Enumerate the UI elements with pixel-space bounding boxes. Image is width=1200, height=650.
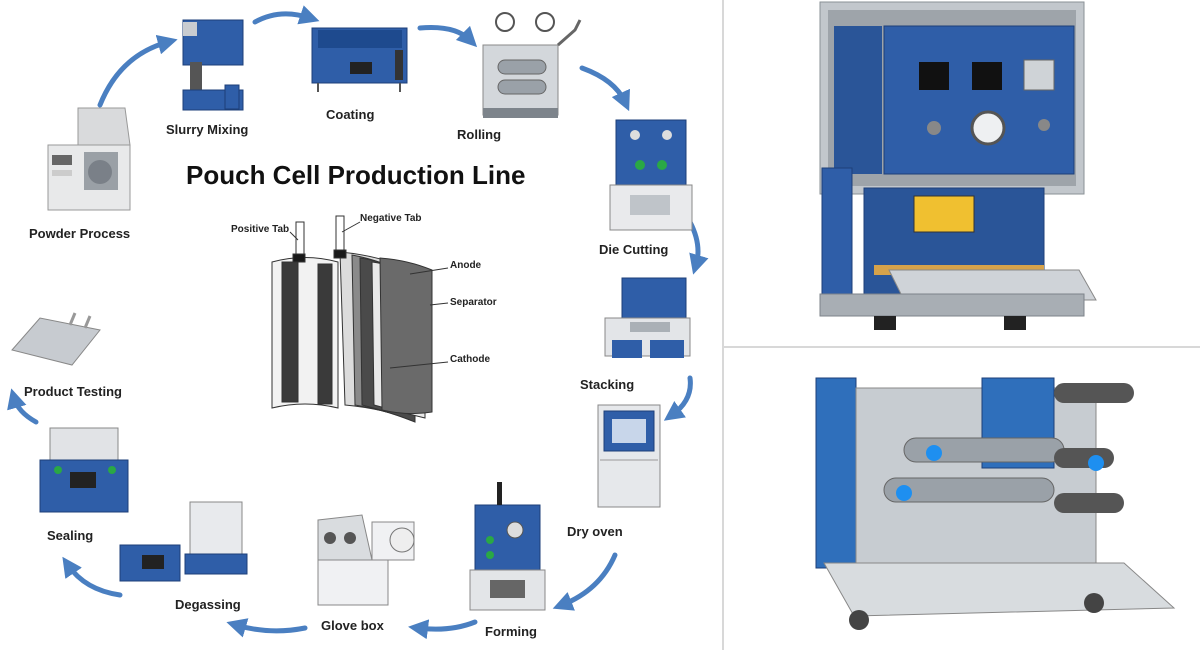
- rolling-machine: [483, 13, 580, 118]
- step-label-powder-process: Powder Process: [29, 226, 130, 241]
- process-artwork: [0, 0, 722, 650]
- label-separator: Separator: [450, 297, 497, 308]
- step-label-forming: Forming: [485, 624, 537, 639]
- slitting-machine-photo: [724, 348, 1200, 650]
- arrow-forming-to-glovebox: [418, 622, 475, 629]
- label-cathode: Cathode: [450, 354, 490, 365]
- heat-press-photo: [724, 0, 1200, 346]
- arrow-coating-to-rolling: [420, 28, 470, 41]
- arrow-glovebox-to-degassing: [236, 625, 305, 631]
- arrow-slurry-to-coating: [255, 14, 310, 22]
- arrow-dryoven-to-forming: [562, 555, 615, 605]
- pouch-cell-product: [12, 313, 100, 365]
- slitting-machine: [724, 348, 1200, 650]
- sealing-machine: [40, 428, 128, 512]
- cell-structure-drawing: [272, 216, 448, 422]
- arrow-stacking-to-dryoven: [672, 378, 690, 415]
- step-label-product-testing: Product Testing: [24, 384, 122, 399]
- label-positive-tab: Positive Tab: [231, 224, 289, 235]
- step-label-coating: Coating: [326, 107, 374, 122]
- step-label-rolling: Rolling: [457, 127, 501, 142]
- step-label-stacking: Stacking: [580, 377, 634, 392]
- process-diagram-panel: Pouch Cell Production Line Slurry Mixing…: [0, 0, 722, 650]
- coating-machine: [312, 28, 407, 92]
- heat-press-machine: [724, 0, 1200, 346]
- arrow-powder-to-slurry: [100, 42, 168, 105]
- arrow-rolling-to-diecut: [582, 68, 625, 102]
- step-label-glove-box: Glove box: [321, 618, 384, 633]
- label-anode: Anode: [450, 260, 481, 271]
- dry-oven-machine: [598, 405, 660, 507]
- forming-machine: [470, 482, 545, 610]
- slurry-mixing-machine: [183, 20, 243, 110]
- powder-process-machine: [48, 108, 130, 210]
- step-label-slurry-mixing: Slurry Mixing: [166, 122, 248, 137]
- glove-box-machine: [318, 515, 414, 605]
- arrow-degassing-to-sealing: [68, 565, 120, 595]
- step-label-die-cutting: Die Cutting: [599, 242, 668, 257]
- diagram-title: Pouch Cell Production Line: [186, 160, 525, 191]
- step-label-degassing: Degassing: [175, 597, 241, 612]
- arrow-sealing-to-testing: [14, 398, 36, 422]
- die-cutting-machine: [610, 120, 692, 230]
- degassing-machine: [120, 502, 247, 581]
- label-negative-tab: Negative Tab: [360, 213, 422, 224]
- step-label-sealing: Sealing: [47, 528, 93, 543]
- stacking-machine: [605, 278, 690, 358]
- step-label-dry-oven: Dry oven: [567, 524, 623, 539]
